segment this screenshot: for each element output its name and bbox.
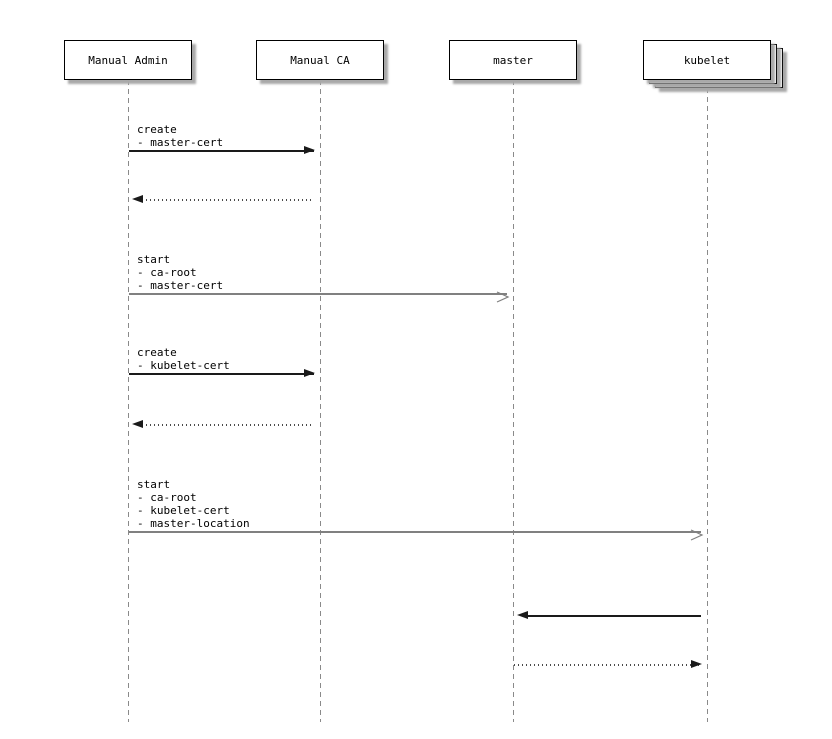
dotted-message-line (142, 424, 314, 426)
message-label-line: - kubelet-cert (137, 504, 230, 517)
solid-message-line (527, 615, 701, 617)
actor-box-manual-ca: Manual CA (256, 40, 384, 80)
message-label: start- ca-root- kubelet-cert- master-loc… (137, 478, 250, 530)
filled-arrowhead-icon (304, 146, 315, 154)
message-label-line: create (137, 123, 177, 136)
actor-name-manual-admin: Manual Admin (88, 53, 168, 67)
message-label-line: - master-cert (137, 136, 224, 149)
filled-arrowhead-icon (132, 195, 143, 203)
message-label-line: - ca-root (137, 491, 197, 504)
filled-arrowhead-icon (304, 369, 315, 377)
message-label-line: - ca-root (137, 266, 197, 279)
filled-arrowhead-icon (517, 611, 528, 619)
message-label-line: - master-cert (137, 279, 224, 292)
message-label-line: - master-location (137, 517, 250, 530)
actor-box-kubelet: kubelet (643, 40, 771, 80)
open-arrowhead-icon (496, 288, 510, 303)
solid-message-line (129, 373, 314, 375)
message-label-line: create (137, 346, 177, 359)
actor-name-manual-ca: Manual CA (290, 53, 350, 67)
solid-message-line (129, 293, 507, 295)
filled-arrowhead-icon (132, 420, 143, 428)
lifeline-kubelet (707, 88, 708, 722)
message-label: create- master-cert (137, 123, 223, 149)
message-label: create- kubelet-cert (137, 346, 230, 372)
solid-message-line (129, 150, 314, 152)
dotted-message-line (514, 664, 701, 666)
actor-box-master: master (449, 40, 577, 80)
actor-box-manual-admin: Manual Admin (64, 40, 192, 80)
dotted-message-line (142, 199, 314, 201)
solid-message-line (129, 531, 701, 533)
message-label-line: start (137, 253, 171, 266)
actor-name-master: master (493, 53, 533, 67)
message-label-line: - kubelet-cert (137, 359, 230, 372)
message-label: start- ca-root- master-cert (137, 253, 223, 292)
lifeline-manual-ca (320, 80, 321, 722)
message-label-line: start (137, 478, 171, 491)
open-arrowhead-icon (690, 526, 704, 541)
lifeline-manual-admin (128, 80, 129, 722)
actor-name-kubelet: kubelet (683, 53, 731, 67)
lifeline-master (513, 80, 514, 722)
filled-arrowhead-icon (691, 660, 702, 668)
